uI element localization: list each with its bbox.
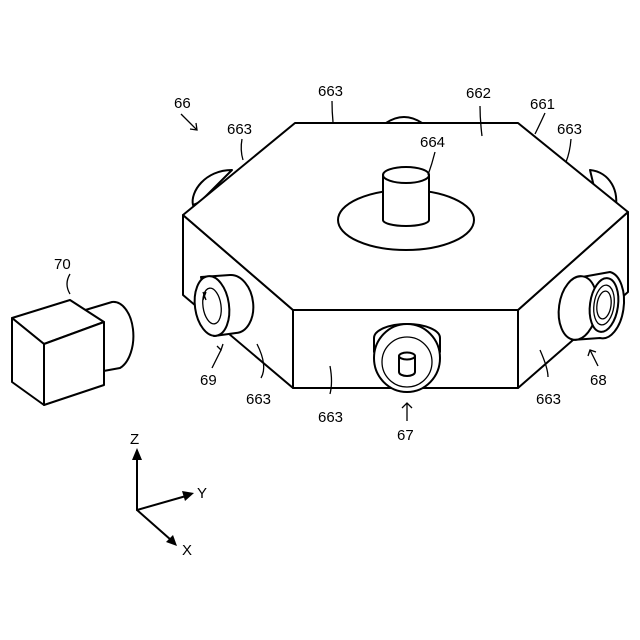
axis-label-z: Z [130, 431, 139, 448]
front-port [374, 324, 440, 392]
label-top-post: 664 [420, 134, 445, 151]
label-side-face-back: 663 [318, 83, 343, 100]
label-left-port: 69 [200, 372, 217, 389]
label-side-face-back-right: 663 [557, 121, 582, 138]
label-assembly: 66 [174, 95, 191, 112]
y-axis-arrowhead [182, 491, 194, 501]
coordinate-axes [132, 448, 194, 546]
label-camera: 70 [54, 256, 71, 273]
label-side-face-back-left: 663 [227, 121, 252, 138]
axis-label-x: X [182, 542, 192, 559]
axis-label-y: Y [197, 485, 207, 502]
label-right-port: 68 [590, 372, 607, 389]
label-front-port: 67 [397, 427, 414, 444]
left-port [191, 274, 253, 338]
label-top-face: 662 [466, 85, 491, 102]
z-axis-arrowhead [132, 448, 142, 460]
label-top-plate: 661 [530, 96, 555, 113]
label-side-face-left: 663 [246, 391, 271, 408]
camera-unit [12, 300, 133, 405]
label-side-face-front: 663 [318, 409, 343, 426]
label-side-face-right: 663 [536, 391, 561, 408]
top-post-cap [383, 167, 429, 183]
